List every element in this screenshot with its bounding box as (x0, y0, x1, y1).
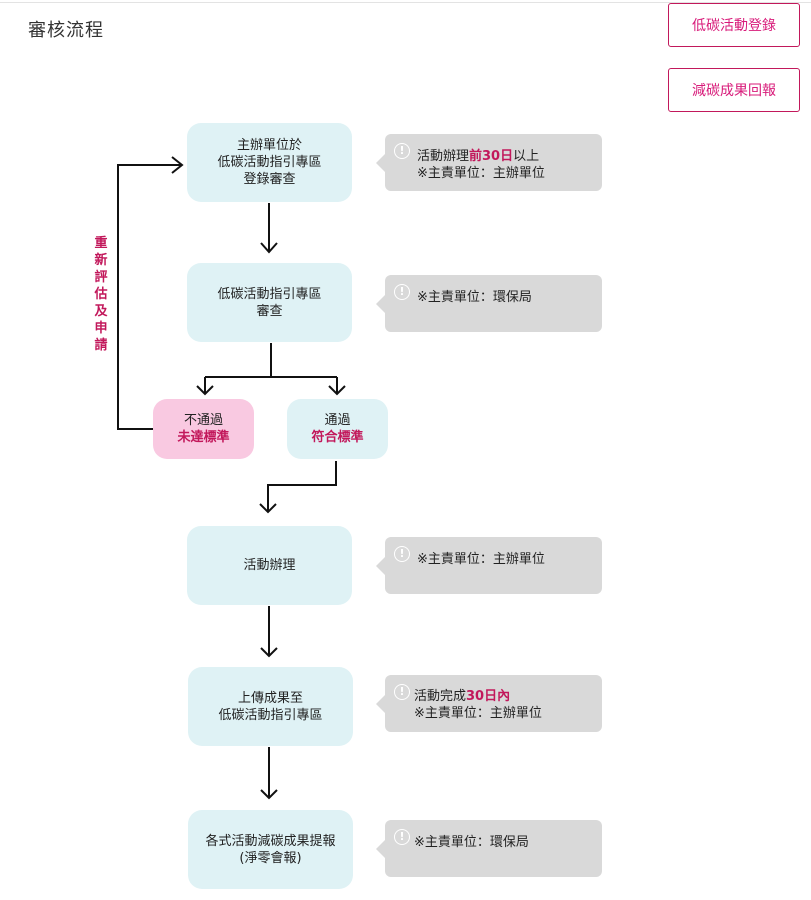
step-report-reduction: 各式活動減碳成果提報 (淨零會報) (188, 810, 353, 889)
info-icon: ! (394, 143, 410, 159)
info-icon: ! (394, 829, 410, 845)
page-title: 審核流程 (28, 20, 104, 41)
step-upload-results: 上傳成果至 低碳活動指引專區 (188, 667, 353, 746)
note-step-2: ! ※主責單位：環保局 (376, 275, 602, 332)
info-icon: ! (394, 284, 410, 300)
step-zone-review: 低碳活動指引專區 審查 (187, 263, 352, 342)
info-icon: ! (394, 684, 410, 700)
step-organizer-register: 主辦單位於 低碳活動指引專區 登錄審查 (187, 123, 352, 202)
note-step-4: ! 活動完成30日內 ※主責單位：主辦單位 (376, 675, 602, 732)
step-run-activity: 活動辦理 (187, 526, 352, 605)
info-icon: ! (394, 546, 410, 562)
result-fail: 不通過 未達標準 (153, 399, 254, 459)
note-step-5: ! ※主責單位：環保局 (376, 820, 602, 877)
result-pass: 通過 符合標準 (287, 399, 388, 459)
note-step-3: ! ※主責單位：主辦單位 (376, 537, 602, 594)
reevaluate-label: 重 新 評 估 及 申 請 (94, 236, 108, 353)
note-step-1: ! 活動辦理前30日以上 ※主責單位：主辦單位 (376, 134, 602, 191)
carbon-reduction-report-button[interactable]: 減碳成果回報 (668, 68, 800, 112)
arrow-pass-n3 (267, 461, 337, 512)
low-carbon-register-button[interactable]: 低碳活動登錄 (668, 3, 800, 47)
arrow-loop-back (117, 164, 182, 430)
top-divider (0, 2, 811, 3)
